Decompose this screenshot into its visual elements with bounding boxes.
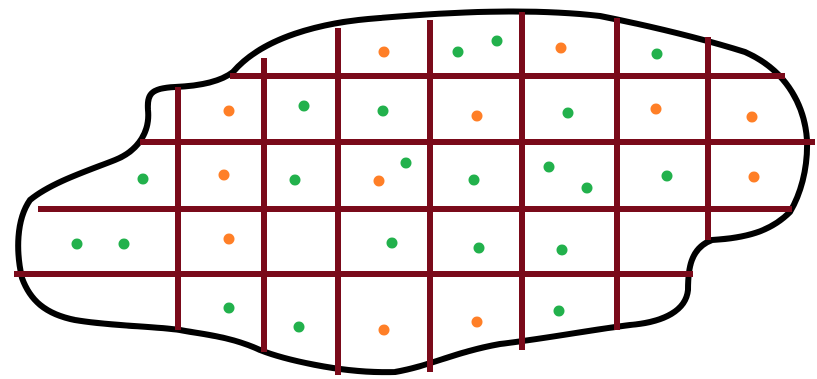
- green-point: [138, 174, 149, 185]
- orange-point: [379, 47, 390, 58]
- green-point: [469, 175, 480, 186]
- green-point: [119, 239, 130, 250]
- grid: [14, 12, 815, 375]
- green-point: [387, 238, 398, 249]
- green-point: [492, 36, 503, 47]
- orange-point: [747, 112, 758, 123]
- green-point: [557, 245, 568, 256]
- sample-points: [72, 36, 760, 336]
- green-point: [563, 108, 574, 119]
- green-point: [290, 175, 301, 186]
- green-point: [401, 158, 412, 169]
- green-point: [582, 183, 593, 194]
- green-point: [224, 303, 235, 314]
- green-point: [294, 322, 305, 333]
- green-point: [378, 106, 389, 117]
- orange-point: [224, 106, 235, 117]
- green-point: [474, 243, 485, 254]
- orange-point: [224, 234, 235, 245]
- orange-point: [379, 325, 390, 336]
- green-point: [554, 306, 565, 317]
- orange-point: [472, 317, 483, 328]
- orange-point: [556, 43, 567, 54]
- orange-point: [651, 104, 662, 115]
- green-point: [652, 49, 663, 60]
- orange-point: [219, 170, 230, 181]
- orange-point: [374, 176, 385, 187]
- green-point: [544, 162, 555, 173]
- green-point: [72, 239, 83, 250]
- green-point: [662, 171, 673, 182]
- green-point: [453, 47, 464, 58]
- green-point: [299, 101, 310, 112]
- orange-point: [472, 111, 483, 122]
- orange-point: [749, 172, 760, 183]
- region-outline: [18, 12, 807, 373]
